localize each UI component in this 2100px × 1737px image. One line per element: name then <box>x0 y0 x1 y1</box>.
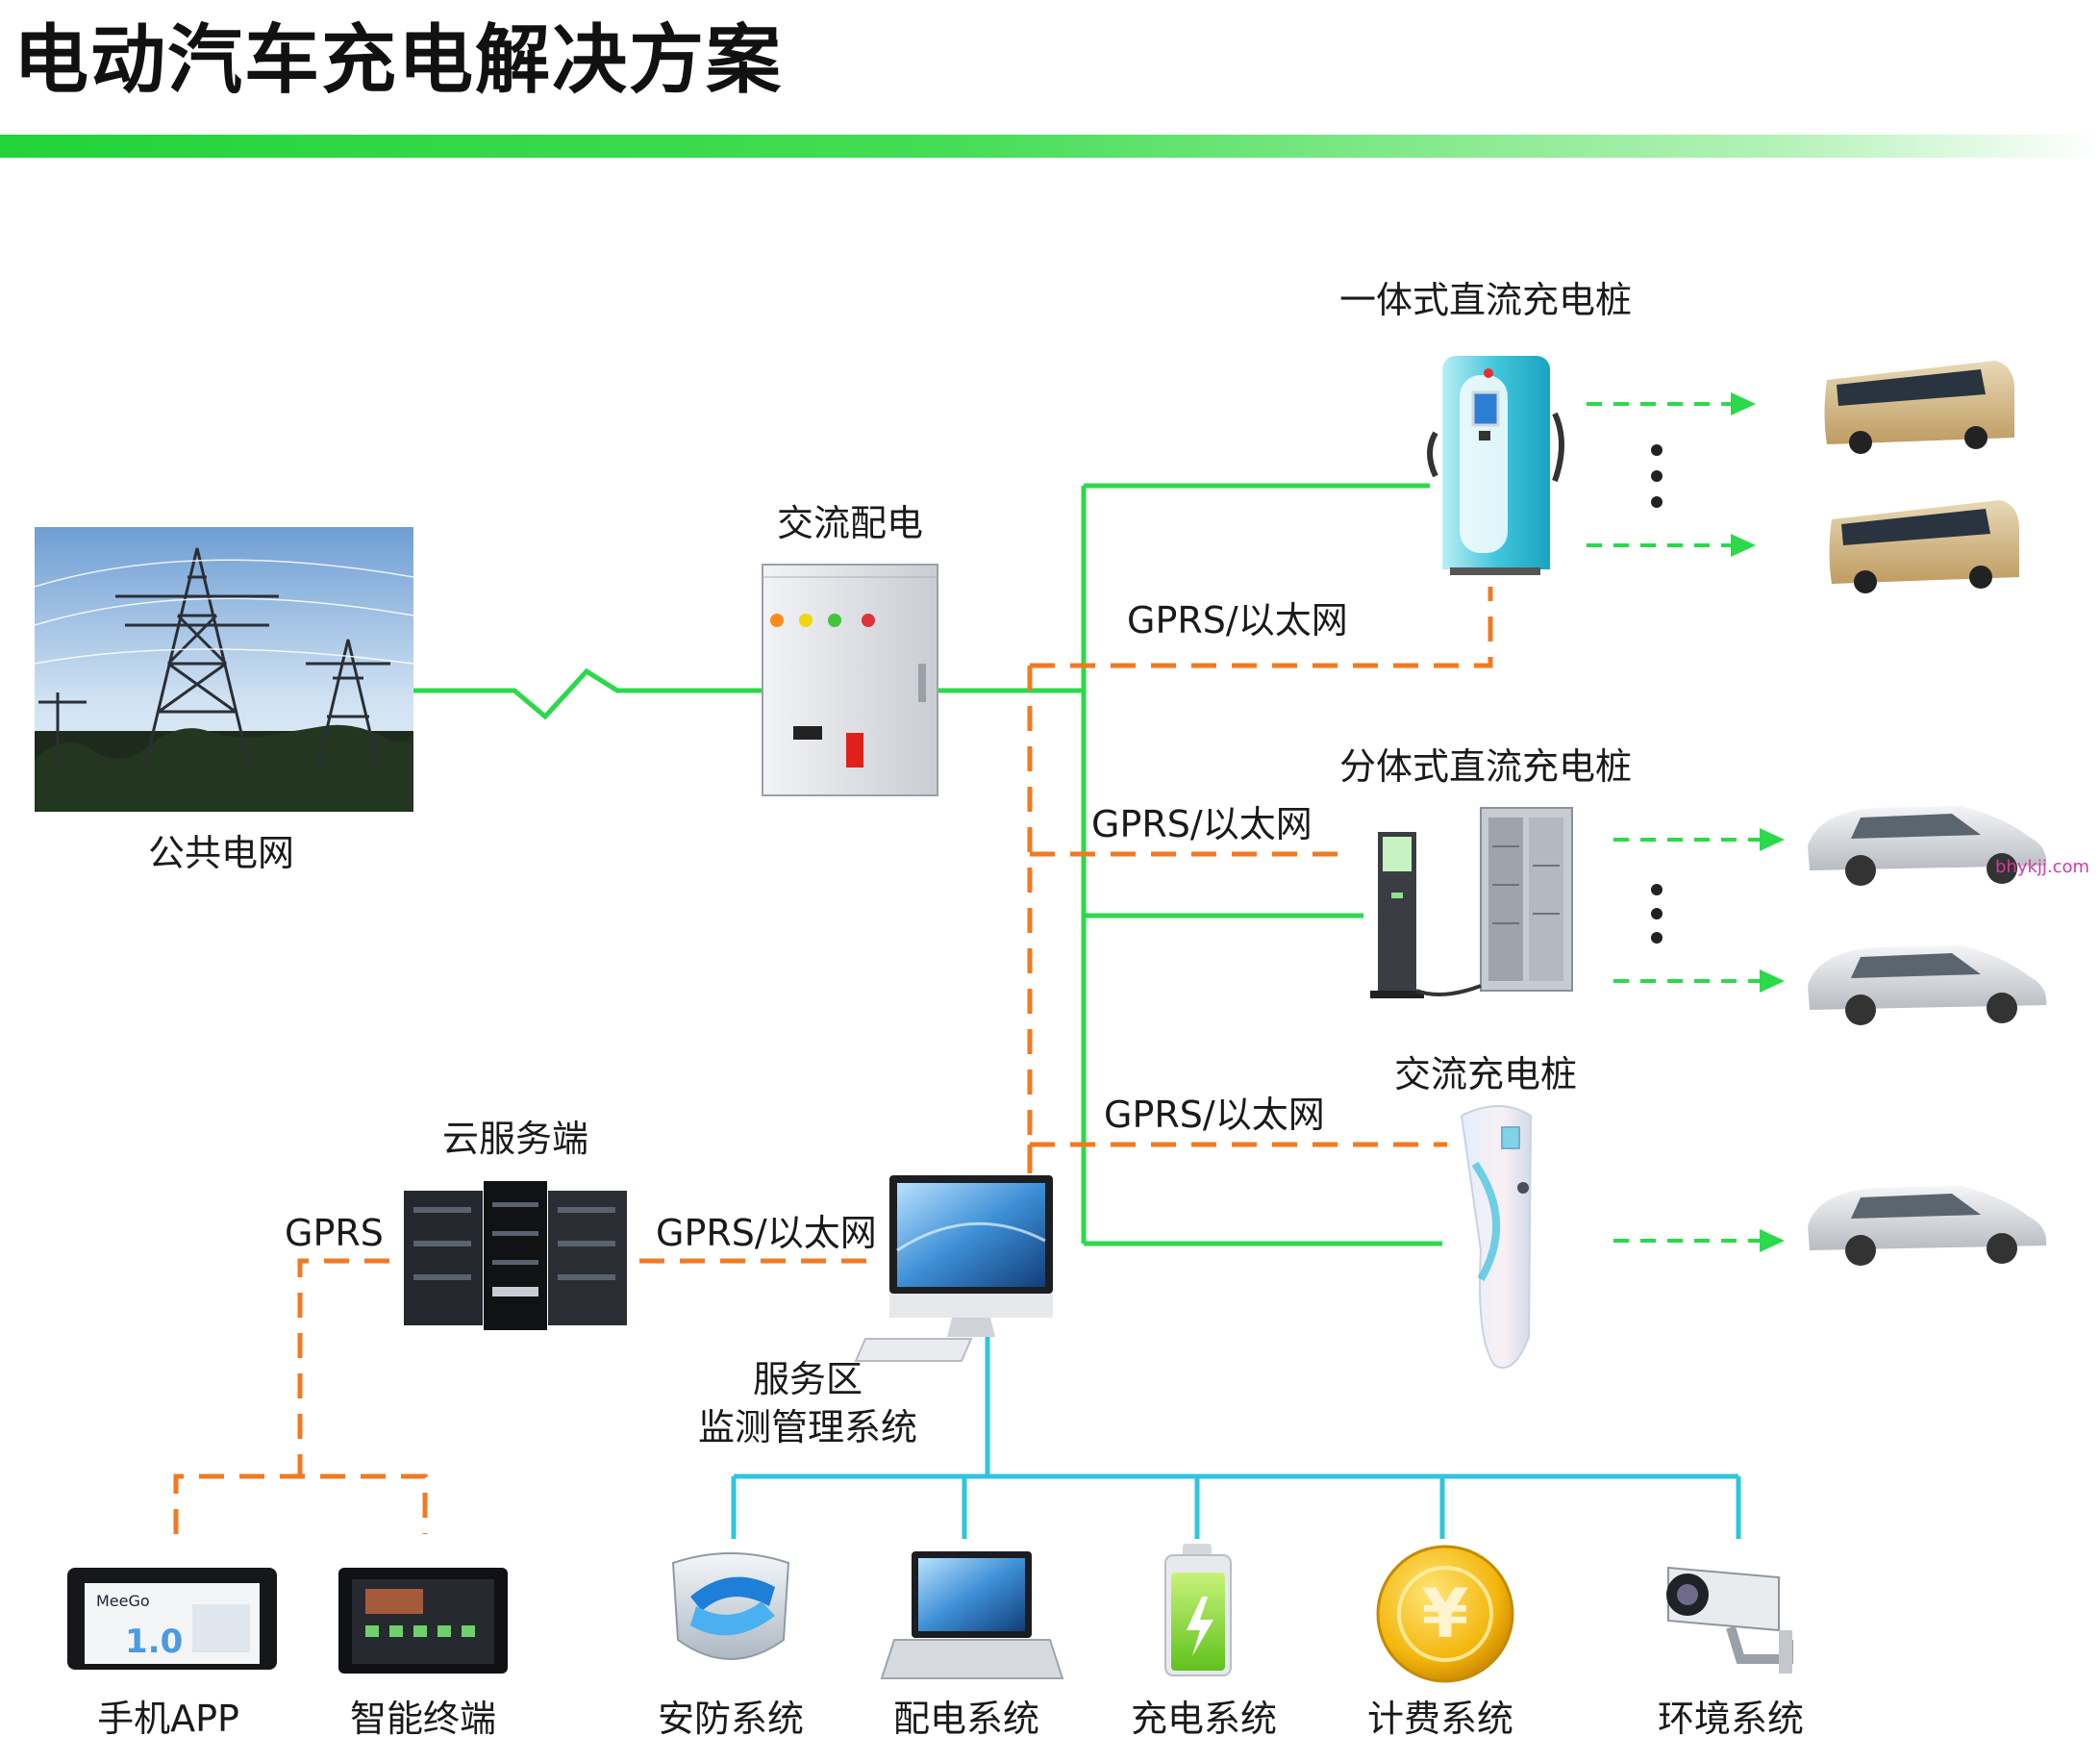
comm-to-dc-integrated <box>1030 587 1493 668</box>
link-label-cloud-computer: GPRS/以太网 <box>656 1212 877 1254</box>
public-grid-image <box>34 527 414 812</box>
watermark: bhykjj.com <box>1995 857 2089 877</box>
charging-battery-icon <box>1164 1544 1232 1676</box>
label-environment: 环境系统 <box>1658 1698 1804 1737</box>
link-label-dc-integrated: GPRS/以太网 <box>1127 599 1348 642</box>
ellipsis-dots <box>1651 444 1662 944</box>
communication-lines <box>173 587 1493 1534</box>
yen-symbol: ¥ <box>1422 1574 1469 1653</box>
car-2 <box>1808 945 2047 1025</box>
label-mobile-app: 手机APP <box>97 1698 239 1737</box>
arrow-head-car-3 <box>1760 1229 1785 1252</box>
car-1 <box>1808 806 2047 886</box>
mobile-app-device: MeeGo 1.0 <box>67 1568 277 1670</box>
ac-charging-pile <box>1460 1105 1533 1369</box>
meego-label: MeeGo <box>96 1592 150 1610</box>
vehicle-arrows <box>1587 402 1760 1243</box>
label-service-area-line1: 服务区 <box>753 1358 862 1400</box>
arrow-head-car-1 <box>1760 828 1785 851</box>
power-lines <box>413 483 1442 1246</box>
page-title: 电动汽车充电解决方案 <box>13 17 784 104</box>
label-security: 安防系统 <box>658 1698 804 1737</box>
label-power-dist: 配电系统 <box>893 1698 1039 1737</box>
label-public-grid: 公共电网 <box>148 832 294 874</box>
ac-distribution-cabinet <box>762 564 938 796</box>
arrow-heads <box>1731 392 1785 1252</box>
label-charging: 充电系统 <box>1131 1698 1277 1737</box>
label-dc-split: 分体式直流充电桩 <box>1339 745 1632 788</box>
bus-2 <box>1829 500 2019 593</box>
label-service-area-line2: 监测管理系统 <box>698 1406 917 1448</box>
label-cloud: 云服务端 <box>442 1118 588 1160</box>
link-label-gprs: GPRS <box>285 1212 384 1254</box>
billing-coin-icon: ¥ <box>1376 1545 1514 1683</box>
security-system-icon <box>671 1552 790 1660</box>
label-billing: 计费系统 <box>1367 1698 1513 1737</box>
label-smart-terminal: 智能终端 <box>350 1698 496 1737</box>
arrow-head-bus-2 <box>1731 534 1756 557</box>
comm-terminal-branch <box>173 1473 428 1534</box>
title-underline-bar <box>0 135 2100 158</box>
cloud-servers <box>404 1181 627 1330</box>
service-lines <box>731 1332 1741 1539</box>
arrow-head-car-2 <box>1760 969 1785 993</box>
comm-cloud-to-terminals <box>297 1258 389 1476</box>
meego-version-label: 1.0 <box>125 1623 183 1661</box>
label-dc-integrated: 一体式直流充电桩 <box>1339 279 1632 321</box>
power-distribution-laptop-icon <box>880 1551 1064 1679</box>
smart-terminal-device <box>338 1568 508 1674</box>
service-computer <box>854 1175 1053 1362</box>
grid-to-distribution-line <box>413 667 769 720</box>
car-3 <box>1808 1186 2047 1266</box>
label-ac-pile: 交流充电桩 <box>1394 1053 1577 1095</box>
link-label-dc-split: GPRS/以太网 <box>1091 803 1312 845</box>
bus-1 <box>1824 361 2014 454</box>
dc-split-charger <box>1370 807 1573 998</box>
environment-camera-icon <box>1666 1566 1793 1674</box>
arrow-head-bus-1 <box>1731 392 1756 415</box>
link-label-ac-pile: GPRS/以太网 <box>1104 1094 1325 1136</box>
label-ac-distribution: 交流配电 <box>777 502 923 544</box>
dc-integrated-charger <box>1427 356 1564 575</box>
